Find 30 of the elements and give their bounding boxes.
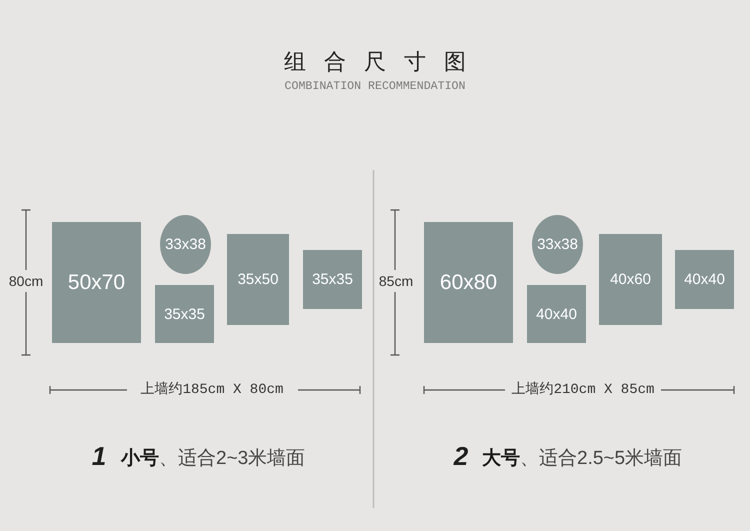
size-label: 35x35 xyxy=(164,306,205,322)
frame-box xyxy=(155,285,214,343)
size-label: 33x38 xyxy=(165,237,206,252)
dimension-label: 上墙约210cm X 85cm xyxy=(512,381,654,399)
option-number: 1 xyxy=(92,441,106,471)
subtitle: COMBINATION RECOMMENDATION xyxy=(284,80,466,94)
frame-box xyxy=(227,234,289,325)
dimension-label: 85cm xyxy=(378,273,414,289)
oval-frame xyxy=(160,215,211,274)
option-description: 大号、适合2.5~5米墙面 xyxy=(482,447,682,471)
frame-box xyxy=(675,250,734,309)
size-label: 40x40 xyxy=(536,306,577,322)
size-label: 60x80 xyxy=(440,272,498,293)
dimension-label: 80cm xyxy=(8,273,44,289)
title: 组 合 尺 寸 图 xyxy=(284,49,466,75)
option-number: 2 xyxy=(454,441,468,471)
frame-box xyxy=(424,222,513,343)
size-label: 50x70 xyxy=(68,272,126,293)
size-label: 40x60 xyxy=(610,272,651,287)
oval-frame xyxy=(532,215,583,274)
frame-box xyxy=(527,285,586,343)
size-label: 35x35 xyxy=(312,272,353,287)
size-label: 40x40 xyxy=(684,272,725,287)
size-label: 35x50 xyxy=(238,272,278,287)
frame-box xyxy=(303,250,362,309)
frame-box xyxy=(599,234,662,325)
size-label: 33x38 xyxy=(537,237,578,252)
frame-box xyxy=(52,222,141,343)
dimension-label: 上墙约185cm X 80cm xyxy=(140,381,284,399)
option-description: 小号、适合2~3米墙面 xyxy=(121,447,306,471)
